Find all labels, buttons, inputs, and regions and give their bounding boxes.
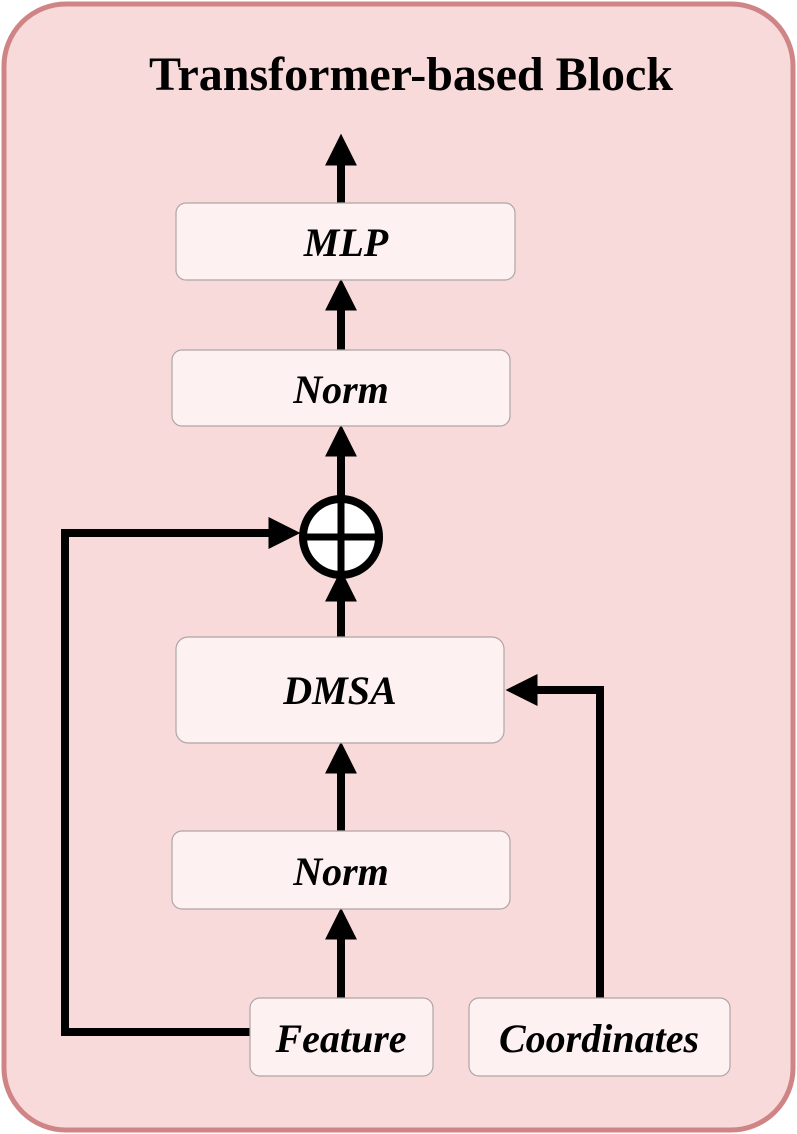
edge-coordinates-to-dmsa bbox=[505, 674, 604, 998]
node-mlp: MLP bbox=[175, 202, 516, 281]
add-operator bbox=[299, 495, 383, 579]
node-mlp-label: MLP bbox=[303, 220, 389, 265]
node-feature-label: Feature bbox=[274, 1016, 406, 1061]
node-norm-bottom: Norm bbox=[171, 830, 511, 910]
node-coordinates: Coordinates bbox=[468, 997, 731, 1077]
node-dmsa: DMSA bbox=[175, 636, 505, 744]
node-norm-bottom-label: Norm bbox=[292, 849, 389, 894]
node-norm-top-label: Norm bbox=[292, 367, 389, 412]
node-norm-top: Norm bbox=[171, 349, 511, 427]
node-coordinates-label: Coordinates bbox=[499, 1016, 699, 1061]
node-dmsa-label: DMSA bbox=[282, 668, 396, 713]
edges bbox=[61, 133, 604, 1036]
diagram-title: Transformer-based Block bbox=[149, 48, 673, 101]
node-feature: Feature bbox=[249, 997, 434, 1077]
edge-residual-feature-to-add bbox=[61, 517, 301, 1036]
